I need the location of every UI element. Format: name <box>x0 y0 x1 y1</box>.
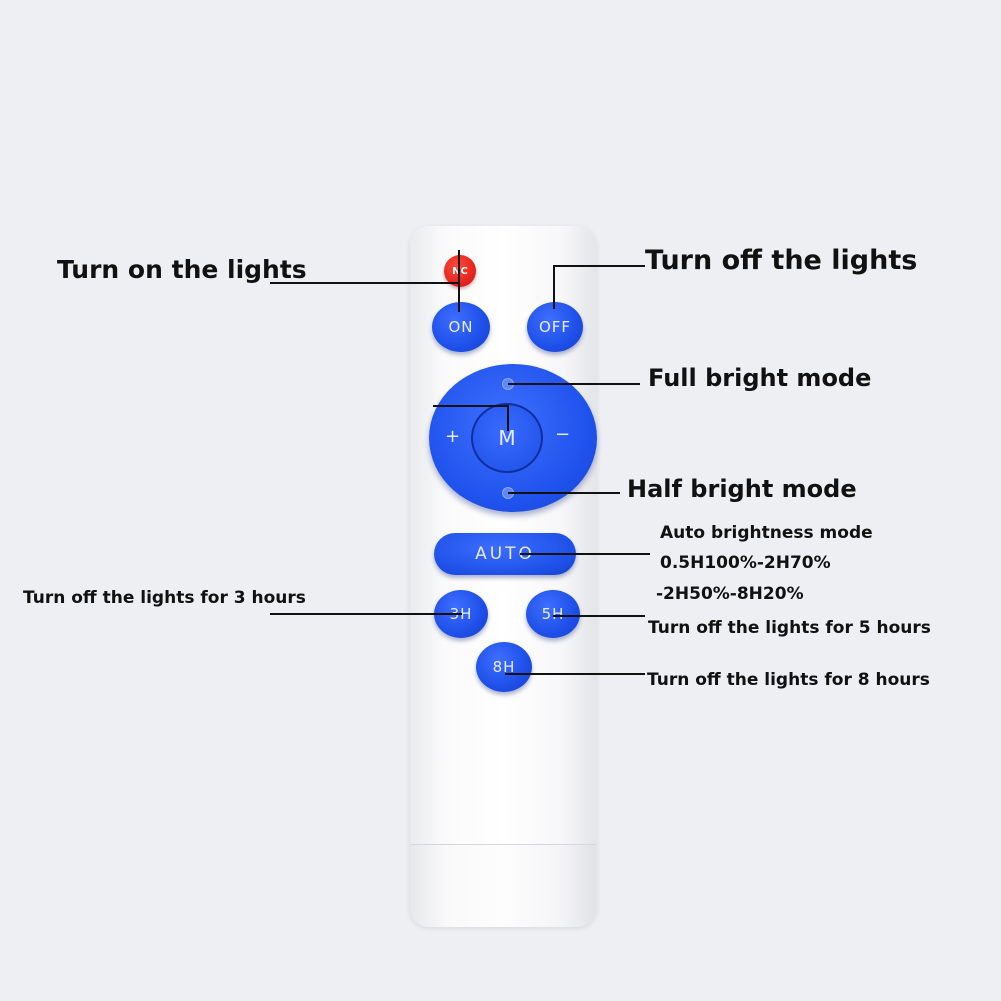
timer-8h-label: Turn off the lights for 8 hours <box>647 670 930 690</box>
turn-on-callout-line-v <box>458 250 460 312</box>
half-bright-callout-line <box>508 492 620 494</box>
turn-on-label: Turn on the lights <box>57 255 307 284</box>
timer-3h-label: Turn off the lights for 3 hours <box>23 588 306 608</box>
auto-mode-title: Auto brightness mode <box>660 523 873 543</box>
turn-off-callout-line-v <box>553 265 555 309</box>
mode-button[interactable]: M <box>471 403 543 473</box>
plus-button[interactable]: + <box>445 426 461 447</box>
timer-5h-button[interactable]: 5H <box>526 590 580 638</box>
mode-callout-line-h <box>433 405 509 407</box>
minus-button[interactable]: − <box>555 424 571 445</box>
remote-bottom-section <box>410 844 596 927</box>
turn-on-callout-line-h <box>270 282 460 284</box>
auto-callout-line <box>520 553 650 555</box>
full-bright-label: Full bright mode <box>648 364 872 392</box>
mode-callout-line-v <box>507 405 509 431</box>
timer-8h-button[interactable]: 8H <box>476 642 532 692</box>
timer-5h-label: Turn off the lights for 5 hours <box>648 618 931 638</box>
full-bright-callout-line <box>508 383 640 385</box>
timer-5h-callout-line <box>553 615 645 617</box>
timer-3h-callout-line <box>270 613 462 615</box>
turn-off-label: Turn off the lights <box>645 245 918 276</box>
auto-mode-line1: 0.5H100%-2H70% <box>660 553 831 573</box>
auto-mode-line2: -2H50%-8H20% <box>656 584 804 604</box>
half-bright-label: Half bright mode <box>627 475 857 503</box>
nc-button[interactable]: NC <box>444 255 476 287</box>
timer-8h-callout-line <box>505 673 645 675</box>
on-button[interactable]: ON <box>432 302 490 352</box>
off-button[interactable]: OFF <box>527 302 583 352</box>
turn-off-callout-line-h <box>553 265 645 267</box>
